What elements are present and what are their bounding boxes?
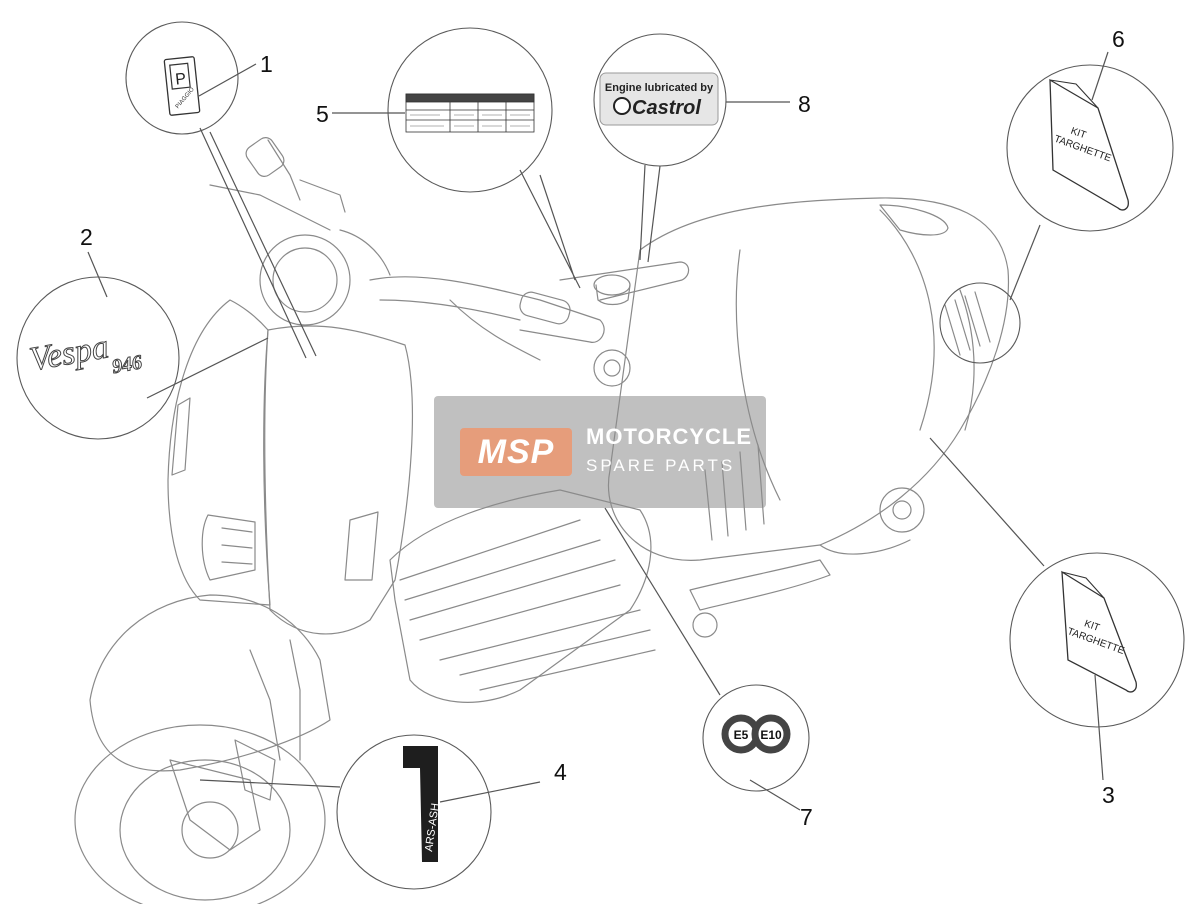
watermark-line1: MOTORCYCLE	[586, 424, 753, 449]
watermark-line2: SPARE PARTS	[586, 456, 736, 475]
fuel-e10-ring	[751, 714, 791, 754]
rear-vent-target	[939, 282, 1021, 364]
castrol-tagline: Engine lubricated by	[605, 82, 714, 94]
castrol-logo-icon	[613, 97, 631, 115]
castrol-sticker: Engine lubricated by Castrol	[599, 72, 719, 126]
callout-number-4: 4	[554, 759, 567, 785]
kit-top-line1: KIT	[1069, 126, 1087, 142]
piaggio-p-letter: P	[174, 71, 186, 89]
scooter-drawing	[74, 137, 1010, 909]
callout-number-2: 2	[80, 224, 93, 250]
callout-number-1: 1	[260, 51, 273, 77]
callout-number-5: 5	[316, 101, 329, 127]
kit-bottom-line1: KIT	[1083, 618, 1101, 634]
callout-number-6: 6	[1112, 26, 1125, 52]
callout-number-8: 8	[798, 91, 811, 117]
kit-targhette-top: KIT TARGHETTE	[1049, 78, 1129, 211]
fuel-compat-label: E5 E10	[721, 714, 791, 754]
callout-number-7: 7	[800, 804, 813, 830]
tyre-pressure-label	[405, 93, 535, 133]
piaggio-badge: P PIAGGIO	[163, 56, 201, 116]
fuel-e10-text: E10	[760, 728, 782, 742]
fuel-e5-text: E5	[734, 728, 749, 742]
callout-numbers: 1 2 3 4 5 6 7 8	[80, 26, 1125, 830]
callout-4-bubble	[336, 734, 492, 890]
castrol-brand: Castrol	[632, 97, 701, 119]
kit-targhette-bottom: KIT TARGHETTE	[1061, 570, 1137, 693]
callout-number-3: 3	[1102, 782, 1115, 808]
leader-lines	[87, 51, 1109, 811]
watermark-logo: MSP	[460, 428, 572, 476]
ars-ash-side-badge: ARS-ASH	[403, 746, 442, 862]
